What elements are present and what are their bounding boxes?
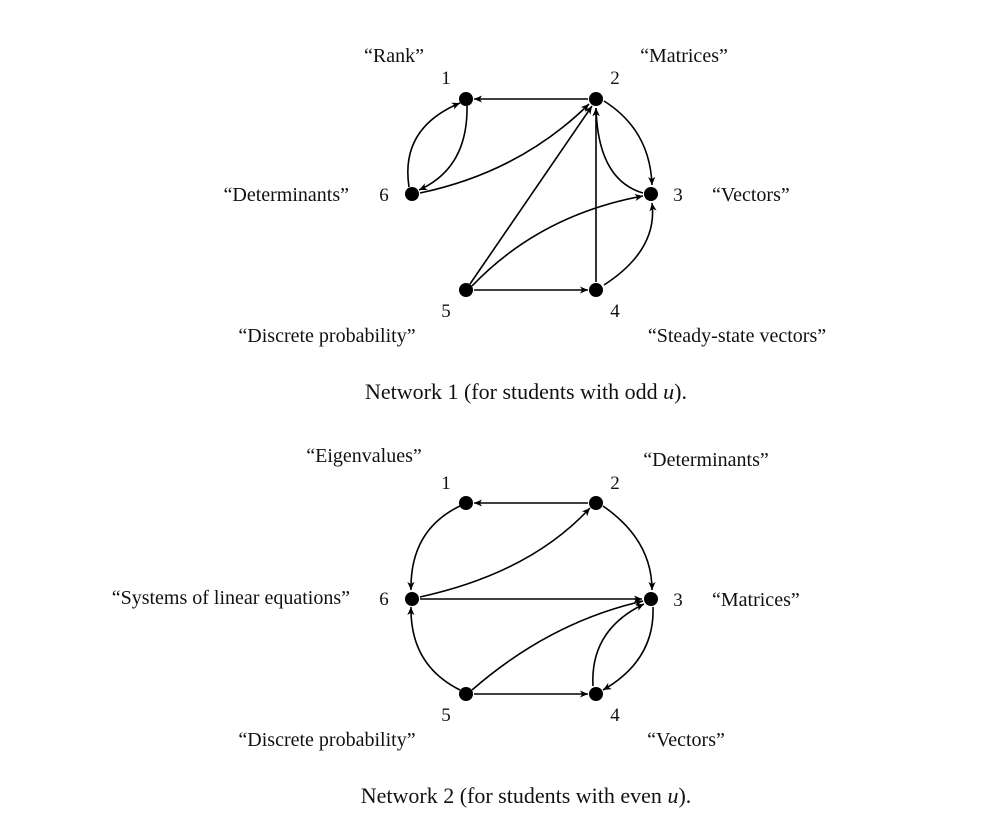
network-1-node-6-number: 6 bbox=[379, 185, 389, 206]
network-2-node-6-number: 6 bbox=[379, 589, 389, 610]
network-2-node-6 bbox=[405, 592, 419, 606]
network-1-node-5-number: 5 bbox=[441, 301, 451, 322]
network-1-node-4-number: 4 bbox=[610, 301, 620, 322]
network-2-node-5-number: 5 bbox=[441, 705, 451, 726]
network-1-node-3 bbox=[644, 187, 658, 201]
network-1-node-6 bbox=[405, 187, 419, 201]
network-1-topic-2: “Matrices” bbox=[640, 45, 728, 67]
edge-6-to-2 bbox=[419, 507, 591, 598]
network-2-topic-1: “Eigenvalues” bbox=[306, 445, 422, 467]
network-1-topic-5: “Discrete probability” bbox=[238, 325, 415, 347]
network-2-topic-4: “Vectors” bbox=[647, 729, 725, 751]
edge-1-to-6 bbox=[418, 105, 468, 191]
edge-3-to-2 bbox=[592, 107, 644, 194]
network-1-node-5 bbox=[459, 283, 473, 297]
edge-5-to-6 bbox=[407, 606, 461, 691]
edge-6-to-1 bbox=[407, 102, 461, 188]
network-1-topic-1: “Rank” bbox=[364, 45, 424, 67]
edge-6-to-2 bbox=[419, 103, 590, 194]
edge-5-to-3 bbox=[471, 599, 644, 691]
edge-1-to-6 bbox=[407, 505, 461, 591]
network-2-edges bbox=[407, 499, 656, 698]
edge-2-to-3 bbox=[603, 100, 656, 186]
network-2-node-4-number: 4 bbox=[610, 705, 620, 726]
network-1: 1 2 3 4 5 6 “Rank” “Matrices” “Vectors” … bbox=[224, 45, 827, 404]
network-2: 1 2 3 4 5 6 “Eigenvalues” “Determinants”… bbox=[112, 445, 800, 808]
edge-2-to-3 bbox=[602, 505, 656, 591]
network-2-node-3 bbox=[644, 592, 658, 606]
network-1-node-1 bbox=[459, 92, 473, 106]
edge-4-to-3 bbox=[592, 603, 645, 687]
network-2-caption-variable: u bbox=[667, 783, 678, 808]
network-1-caption-variable: u bbox=[663, 379, 674, 404]
network-2-node-5 bbox=[459, 687, 473, 701]
network-2-topic-5: “Discrete probability” bbox=[238, 729, 415, 751]
edge-5-to-3 bbox=[471, 193, 644, 287]
network-1-topic-3: “Vectors” bbox=[712, 184, 790, 206]
network-2-node-2 bbox=[589, 496, 603, 510]
network-2-node-4 bbox=[589, 687, 603, 701]
network-2-caption-suffix: ). bbox=[678, 783, 691, 808]
network-1-node-4 bbox=[589, 283, 603, 297]
network-2-topic-6: “Systems of linear equations” bbox=[112, 587, 350, 609]
network-1-topic-4: “Steady-state vectors” bbox=[648, 325, 826, 347]
network-1-caption-suffix: ). bbox=[674, 379, 687, 404]
network-2-topic-3: “Matrices” bbox=[712, 589, 800, 611]
network-1-node-1-number: 1 bbox=[441, 68, 451, 89]
network-2-caption-prefix: Network 2 (for students with even bbox=[361, 783, 668, 808]
network-1-edges bbox=[407, 95, 657, 294]
network-1-caption: Network 1 (for students with odd u). bbox=[365, 379, 687, 404]
network-1-topic-6: “Determinants” bbox=[224, 184, 350, 206]
network-1-node-2-number: 2 bbox=[610, 68, 620, 89]
network-2-node-2-number: 2 bbox=[610, 473, 620, 494]
edge-5-to-2 bbox=[469, 105, 593, 285]
network-1-caption-prefix: Network 1 (for students with odd bbox=[365, 379, 663, 404]
network-1-node-3-number: 3 bbox=[673, 185, 683, 206]
network-2-caption: Network 2 (for students with even u). bbox=[361, 783, 692, 808]
network-1-node-2 bbox=[589, 92, 603, 106]
network-2-node-3-number: 3 bbox=[673, 590, 683, 611]
network-2-node-1 bbox=[459, 496, 473, 510]
edge-4-to-3 bbox=[603, 202, 657, 286]
edge-3-to-4 bbox=[602, 606, 654, 691]
network-2-topic-2: “Determinants” bbox=[643, 449, 769, 471]
network-2-node-1-number: 1 bbox=[441, 473, 451, 494]
